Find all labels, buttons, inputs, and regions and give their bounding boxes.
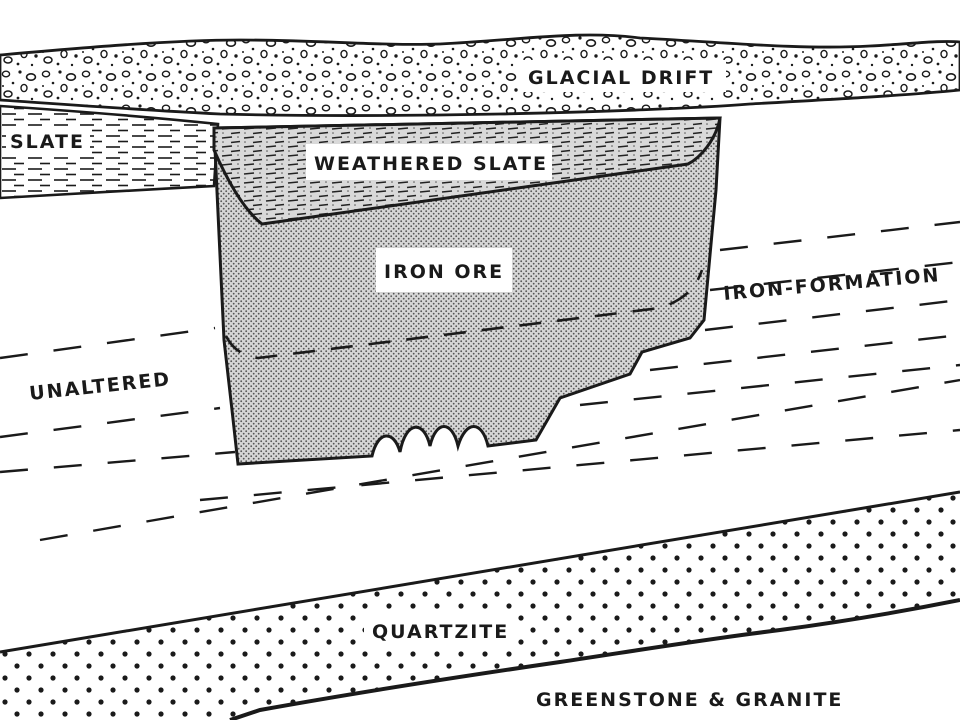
slate-label: SLATE (10, 131, 85, 153)
weathered-slate-label: WEATHERED SLATE (314, 153, 548, 175)
weathered-slate-label-plate (306, 144, 552, 180)
ore-dashed-contact (224, 269, 704, 360)
glacial-drift-layer (0, 33, 960, 117)
iron-ore-label: IRON ORE (384, 261, 504, 283)
slate-label-plate (6, 126, 90, 154)
quartzite-label-plate (364, 614, 512, 646)
glacial-drift-label-plate (520, 60, 726, 92)
quartzite-layer (0, 492, 960, 720)
glacial-drift-label: GLACIAL DRIFT (528, 67, 714, 89)
iron-ore-label-plate (376, 248, 512, 292)
quartzite-base-contact (229, 598, 960, 720)
greenstone-granite-label: GREENSTONE & GRANITE (536, 689, 843, 711)
iron-formation-bedding (0, 220, 960, 542)
quartzite-label: QUARTZITE (372, 621, 509, 643)
quartzite-top-contact (0, 490, 960, 654)
